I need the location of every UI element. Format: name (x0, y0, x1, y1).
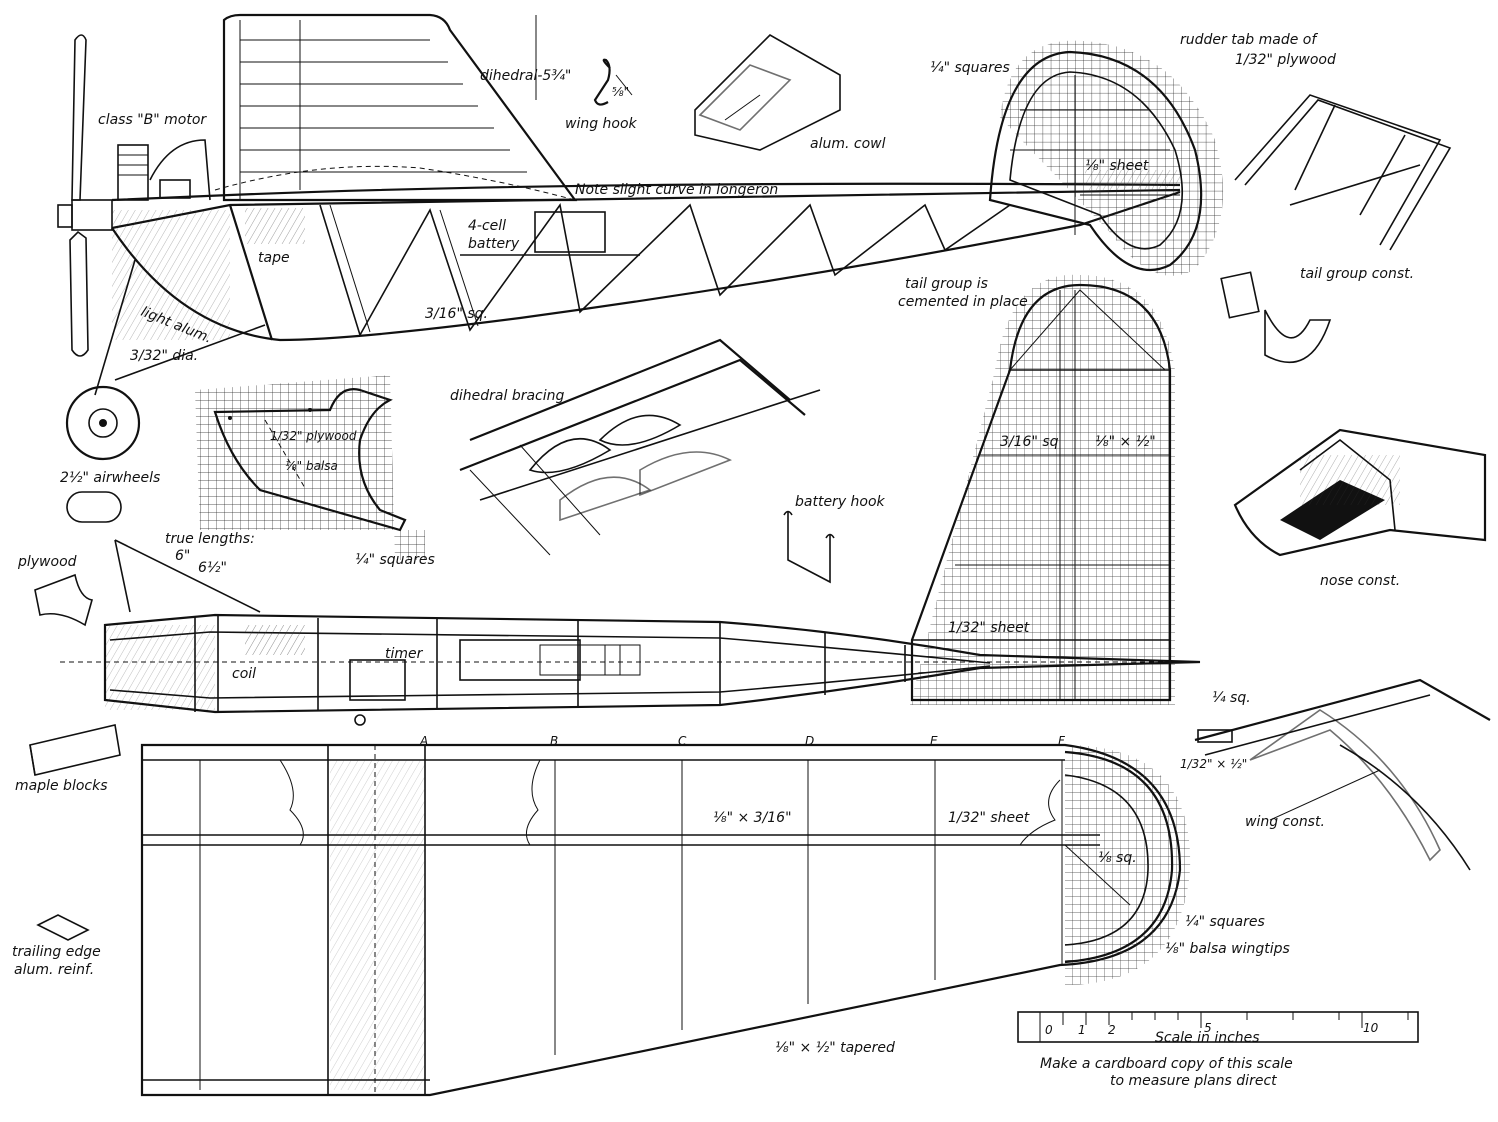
label-tapered: ⅛" × ½" tapered (775, 1040, 895, 1056)
label-tail-cemented-1: tail group is (905, 276, 988, 292)
scale-tick-10: 10 (1363, 1021, 1379, 1035)
class-b-motor (117, 139, 211, 201)
label-tail-cemented-2: cemented in place (898, 294, 1028, 310)
label-three-sixteenths-sq: 3/16" sq. (425, 306, 488, 322)
rib-label-e: E (930, 734, 938, 748)
fuselage-spacers (194, 616, 906, 712)
maple-block (29, 724, 121, 776)
label-eighth-3-16: ⅛" × 3/16" (713, 810, 792, 826)
label-plywood-32: 1/32" plywood (270, 429, 357, 443)
label-quarter-squares-top: ¼" squares (930, 60, 1010, 76)
strut-true-lengths (114, 539, 261, 613)
label-quarter-squares-wing: ¼" squares (1185, 914, 1265, 930)
wheel-plan (66, 491, 122, 523)
wing-construction (1194, 678, 1491, 871)
alum-cowl (694, 34, 841, 151)
label-eighth-sq: ⅛ sq. (1098, 850, 1137, 866)
label-balsa-wingtips: ⅛" balsa wingtips (1165, 941, 1290, 957)
label-trailing-1: trailing edge (12, 944, 101, 960)
label-sheet-32-wing: 1/32" sheet (948, 810, 1030, 826)
rib-label-d: D (805, 734, 814, 748)
label-timer: timer (385, 646, 424, 662)
plywood-part (34, 573, 94, 627)
rib-label-a: A (419, 734, 428, 748)
fuselage-plan-view (60, 613, 1201, 726)
scale-tick-5: 5 (1204, 1021, 1212, 1035)
label-maple-blocks: maple blocks (15, 778, 108, 794)
label-true-lengths: true lengths: (165, 531, 255, 547)
wing-section-side (214, 13, 578, 202)
label-quarter-sq: ¼ sq. (1212, 690, 1251, 706)
trailing-edge-reinf (36, 914, 90, 941)
label-scale-note-1: Make a cardboard copy of this scale (1040, 1056, 1293, 1072)
landing-gear (65, 259, 266, 523)
stabilizer-top (988, 40, 1224, 276)
label-tape: tape (258, 250, 290, 266)
tail-group-construction (1220, 94, 1452, 364)
label-rudder-tab-2: 1/32" plywood (1235, 52, 1336, 68)
label-quarter-squares-mid: ¼" squares (355, 552, 435, 568)
label-dia: 3/32" dia. (130, 348, 198, 364)
label-nose-const: nose const. (1320, 573, 1400, 589)
timer-box (349, 659, 406, 701)
rib-label-b: B (550, 734, 558, 748)
label-sheet-32: 1/32" sheet (948, 620, 1030, 636)
scale-tick-0: 0 (1045, 1023, 1053, 1037)
airwheel (65, 385, 141, 461)
label-eighth-sheet: ⅛" sheet (1085, 158, 1149, 174)
label-balsa-8: ⅛" balsa (285, 459, 338, 473)
battery-plan (459, 639, 581, 681)
label-scale-note-2: to measure plans direct (1110, 1073, 1277, 1089)
battery-hook-icon (783, 510, 835, 584)
nose-construction (1233, 428, 1487, 557)
label-note-curve: Note slight curve in longeron (575, 182, 778, 198)
wing-hook-icon (593, 58, 633, 106)
scale-tick-2: 2 (1108, 1023, 1116, 1037)
labels: class "B" motor dihedral-5¾" ⅝" wing hoo… (12, 32, 1414, 1089)
label-wing-const: wing const. (1245, 814, 1325, 830)
wing-plan-view (140, 743, 1191, 1097)
label-six: 6" (175, 548, 190, 564)
rib-label-f: F (1058, 734, 1066, 748)
label-tail-group-const: tail group const. (1300, 266, 1414, 282)
label-dihedral: dihedral-5¾" (480, 68, 571, 84)
label-six-half: 6½" (198, 560, 227, 576)
label-class-b-motor: class "B" motor (98, 112, 207, 128)
scale-bar (1017, 1011, 1419, 1043)
label-fin-eighth-half: ⅛" × ½" (1095, 434, 1156, 450)
label-alum-cowl: alum. cowl (810, 136, 886, 152)
fuselage-side-view (111, 182, 1181, 342)
label-four-cell: 4-cell (468, 218, 506, 234)
dihedral-bracing (459, 338, 821, 556)
wing-ribs (199, 745, 1063, 1095)
label-dihedral-bracing: dihedral bracing (450, 388, 565, 404)
fin-side (910, 274, 1175, 705)
label-coil: coil (232, 666, 256, 682)
label-battery: battery (468, 236, 520, 252)
label-fin-sq: 3/16" sq (1000, 434, 1059, 450)
label-plywood: plywood (17, 554, 77, 570)
label-battery-hook: battery hook (795, 494, 886, 510)
label-rudder-tab: rudder tab made of (1180, 32, 1318, 48)
label-trailing-2: alum. reinf. (14, 962, 94, 978)
scale-tick-1: 1 (1078, 1023, 1086, 1037)
fin-template (195, 375, 425, 560)
battery-box-side (460, 211, 640, 256)
label-scale-title: Scale in inches (1155, 1030, 1260, 1046)
propeller (57, 34, 113, 357)
label-wing-hook: wing hook (565, 116, 638, 132)
label-airwheels: 2½" airwheels (60, 470, 160, 486)
label-wing-hook-dim: ⅝" (612, 85, 629, 99)
rib-label-c: C (678, 734, 687, 748)
label-thirty-two-half: 1/32" × ½" (1180, 757, 1247, 771)
